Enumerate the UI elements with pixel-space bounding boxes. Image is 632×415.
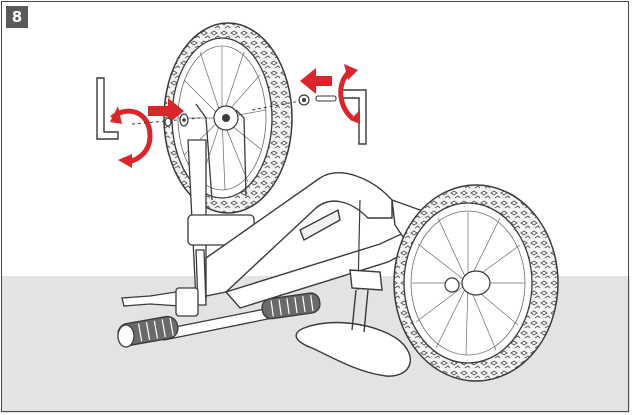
rotation-arrow-icon <box>110 108 153 165</box>
bolt-icon <box>315 95 337 102</box>
bolt-icon <box>164 117 172 127</box>
allen-key-icon <box>96 77 119 140</box>
brake-clamp <box>175 287 199 317</box>
rear-hub <box>461 270 491 296</box>
handlebar <box>117 287 321 348</box>
step-number-badge: 8 <box>6 6 28 28</box>
rear-wheel <box>393 184 559 382</box>
seat <box>295 289 411 377</box>
push-arrow-icon <box>148 98 184 124</box>
push-arrow-icon <box>300 68 332 94</box>
right-grip <box>117 315 179 348</box>
right-hardware <box>251 64 367 145</box>
left-grip <box>261 292 321 320</box>
left-hardware <box>96 77 201 168</box>
